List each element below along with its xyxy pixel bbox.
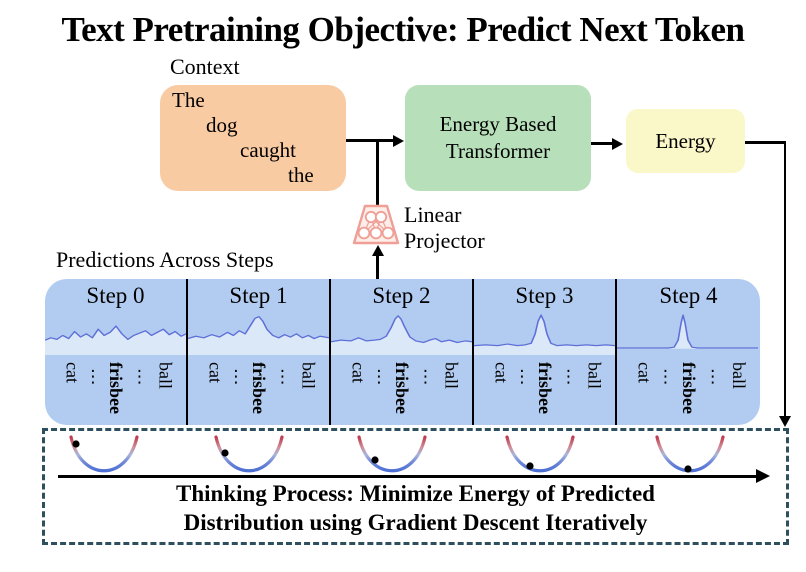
- energy-based-transformer-box: Energy Based Transformer: [405, 85, 591, 191]
- ellipsis-label: ⋮: [513, 367, 531, 387]
- step-label: Step 0: [86, 283, 145, 308]
- ellipsis-label: ⋮: [131, 367, 148, 387]
- step-label: Step 4: [659, 283, 718, 308]
- context-token: the: [288, 163, 314, 187]
- energy-dot: [684, 465, 692, 473]
- thinking-box: Thinking Process: Minimize Energy of Pre…: [42, 428, 789, 545]
- transformer-label-line1: Energy Based: [439, 112, 557, 136]
- ellipsis-label: ⋮: [274, 367, 291, 387]
- token-label: cat: [634, 362, 655, 383]
- distribution-chart: [45, 325, 186, 355]
- energy-dot: [526, 462, 534, 470]
- projector-label-line2: Projector: [404, 228, 485, 253]
- token-label: frisbee: [249, 362, 270, 414]
- context-to-transformer-arrow-line: [346, 139, 394, 142]
- page-title: Text Pretraining Objective: Predict Next…: [61, 10, 745, 49]
- ellipsis-label: ⋮: [657, 367, 675, 387]
- step-label: Step 2: [372, 283, 431, 308]
- timeline-arrow-line: [58, 475, 758, 478]
- token-label: cat: [348, 362, 369, 383]
- distribution-chart: [617, 314, 758, 349]
- energy-dot: [371, 456, 379, 464]
- token-label: ball: [584, 362, 605, 389]
- distribution-chart: [474, 314, 615, 355]
- context-token: caught: [240, 138, 296, 162]
- parabola-chart: [495, 432, 585, 481]
- context-token: dog: [206, 113, 238, 137]
- token-label: ball: [728, 362, 749, 389]
- energy-out-line-vertical: [783, 141, 786, 417]
- energy-label: Energy: [655, 128, 716, 153]
- ellipsis-label: ⋮: [84, 367, 102, 387]
- step-label: Step 1: [229, 283, 288, 308]
- parabola-chart: [347, 432, 437, 481]
- energy-to-thinking-arrowhead-icon: [778, 416, 791, 427]
- token-label: ball: [298, 362, 319, 389]
- context-to-transformer-arrowhead-icon: [393, 134, 404, 147]
- parabola-chart: [645, 432, 735, 481]
- step-label: Step 3: [515, 283, 574, 308]
- energy-box: Energy: [626, 109, 745, 173]
- token-label: frisbee: [535, 362, 556, 414]
- transformer-to-energy-arrow-line: [591, 142, 614, 145]
- linear-projector-icon: [352, 204, 400, 245]
- energy-dot: [221, 449, 229, 457]
- energy-out-line-horizontal: [745, 141, 786, 144]
- predictions-to-projector-arrowhead-icon: [371, 245, 384, 256]
- context-label: Context: [170, 54, 240, 79]
- thinking-caption-line2: Distribution using Gradient Descent Iter…: [183, 510, 648, 535]
- predictions-to-projector-line: [376, 253, 379, 279]
- token-label: ball: [155, 362, 176, 389]
- token-label: frisbee: [106, 362, 127, 414]
- thinking-caption-line1: Thinking Process: Minimize Energy of Pre…: [176, 481, 655, 506]
- parabola-chart: [59, 432, 149, 481]
- projector-label-line1: Linear: [404, 202, 462, 227]
- token-label: cat: [491, 362, 512, 383]
- timeline-arrowhead-icon: [756, 469, 770, 483]
- ellipsis-label: ⋮: [227, 367, 245, 387]
- token-label: frisbee: [678, 362, 699, 414]
- token-label: frisbee: [392, 362, 413, 414]
- context-token: The: [172, 88, 205, 112]
- distribution-chart: [331, 315, 472, 355]
- ellipsis-label: ⋮: [417, 367, 434, 387]
- ellipsis-label: ⋮: [704, 367, 722, 387]
- token-label: ball: [441, 362, 462, 389]
- transformer-label-line2: Transformer: [445, 139, 551, 163]
- projector-to-arrow-line: [376, 140, 379, 206]
- energy-dot: [72, 440, 80, 448]
- parabola-chart: [204, 432, 294, 481]
- token-label: cat: [205, 362, 226, 383]
- ellipsis-label: ⋮: [560, 367, 577, 387]
- ellipsis-label: ⋮: [370, 367, 388, 387]
- transformer-to-energy-arrowhead-icon: [612, 137, 623, 150]
- predictions-heading: Predictions Across Steps: [56, 247, 274, 272]
- distribution-chart: [188, 316, 329, 355]
- token-label: cat: [62, 362, 83, 383]
